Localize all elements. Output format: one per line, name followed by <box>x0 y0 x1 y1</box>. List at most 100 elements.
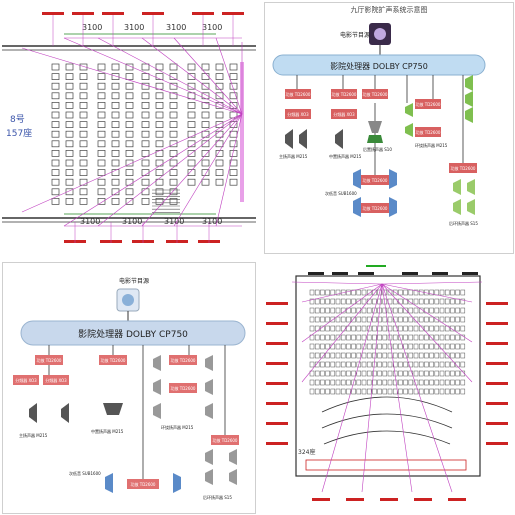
seat <box>201 63 210 71</box>
hall-seat <box>325 388 330 395</box>
wiring-line-2 <box>291 281 383 285</box>
hall-seat <box>392 343 398 350</box>
wiring-line <box>173 37 243 115</box>
hall-seat <box>413 361 419 368</box>
seat <box>187 130 196 138</box>
hall-seat <box>455 388 460 395</box>
seat <box>215 63 224 71</box>
hall-seat <box>366 379 372 386</box>
hall-seat <box>351 352 356 359</box>
hall-seat <box>346 298 351 305</box>
hall-seat <box>450 307 455 314</box>
seat <box>65 63 74 71</box>
rear-surround-label-2: 后环扬声器 S15 <box>203 494 232 500</box>
hall-seat <box>351 370 356 377</box>
seat <box>201 102 210 109</box>
seat <box>97 159 106 167</box>
wiring-line <box>141 37 243 115</box>
wiring-line-2 <box>381 283 413 493</box>
seat <box>125 150 134 157</box>
seat <box>51 140 60 148</box>
hall-seat <box>418 361 424 368</box>
seat <box>125 82 134 90</box>
seat <box>79 92 88 100</box>
hall-seat <box>408 343 414 350</box>
hall-seat <box>450 370 455 377</box>
seat <box>229 178 238 186</box>
hall-seat <box>429 370 434 377</box>
hall-seat <box>320 343 325 350</box>
hall-seat <box>398 325 403 332</box>
hall-seat <box>340 361 346 368</box>
surround-speaker-label-2: 环绕扬声器 M215 <box>161 424 194 430</box>
crossover-b-label: 分频器 XO3 <box>45 377 67 383</box>
hall-seat <box>346 316 351 323</box>
seat <box>111 178 120 186</box>
hall-seat <box>372 343 377 350</box>
bottom-tag <box>312 498 330 501</box>
hall-seat <box>361 361 367 368</box>
hall-seat <box>444 334 450 341</box>
hall-seat <box>330 334 336 341</box>
hall-seat <box>351 388 356 395</box>
seat <box>201 130 210 138</box>
hall-seat <box>424 298 429 305</box>
hall-seat <box>382 379 388 386</box>
seat <box>65 140 74 148</box>
seat <box>201 121 210 128</box>
hall-seat <box>382 316 388 323</box>
hall-seat <box>439 361 445 368</box>
speaker-tags-2 <box>266 272 508 501</box>
hall-seat <box>439 289 445 296</box>
hall-seat <box>366 352 372 359</box>
seat <box>141 130 150 138</box>
wiring-line <box>141 113 243 227</box>
wiring-line <box>21 113 243 213</box>
hall-seat <box>372 388 377 395</box>
hall-seat <box>314 352 320 359</box>
hall-seat <box>439 325 445 332</box>
hall-seat <box>387 379 393 386</box>
system-diagram-drawing: 九厅影院扩声系统示意图 电影节目源 影院处理器 DOLBY CP750 功放 T… <box>272 5 486 226</box>
hall-seat <box>320 388 325 395</box>
bottom-tag <box>346 498 364 501</box>
hall-seat <box>444 316 450 323</box>
amp-b-label: 功放 TD2600 <box>101 357 126 363</box>
hall-seat <box>434 298 440 305</box>
hall-seat <box>398 352 403 359</box>
hall-seat <box>382 343 388 350</box>
seat <box>125 178 134 186</box>
seat <box>215 150 224 157</box>
hall-seat <box>335 343 341 350</box>
hall-seat <box>356 379 362 386</box>
hall-seat <box>424 388 429 395</box>
seat <box>187 63 196 71</box>
hall-seat <box>444 370 450 377</box>
bottom-tag <box>380 498 398 501</box>
hall-seat <box>330 361 336 368</box>
seat <box>155 102 164 109</box>
hall-seat <box>398 316 403 323</box>
hall-seat <box>429 334 434 341</box>
hall-seat <box>429 316 434 323</box>
hall-seat <box>392 361 398 368</box>
wiring-line <box>63 113 243 227</box>
wiring-line <box>215 113 243 227</box>
hall-seat <box>418 379 424 386</box>
seat <box>229 111 238 119</box>
hall-seat <box>460 289 466 296</box>
hall-seat <box>346 388 351 395</box>
seat <box>201 92 210 100</box>
amp-f <box>127 479 159 489</box>
seat <box>79 159 88 167</box>
hall-seat <box>429 343 434 350</box>
signal-lines-2 <box>48 345 226 485</box>
seat <box>125 121 134 128</box>
bottom-tag <box>448 498 466 501</box>
hall-seat <box>413 316 419 323</box>
hall-seat <box>382 361 388 368</box>
wiring-line-2 <box>361 283 383 493</box>
crossover-1-label: 分频器 XO3 <box>287 111 309 117</box>
hall-seat <box>372 325 377 332</box>
hall-seat <box>351 334 356 341</box>
